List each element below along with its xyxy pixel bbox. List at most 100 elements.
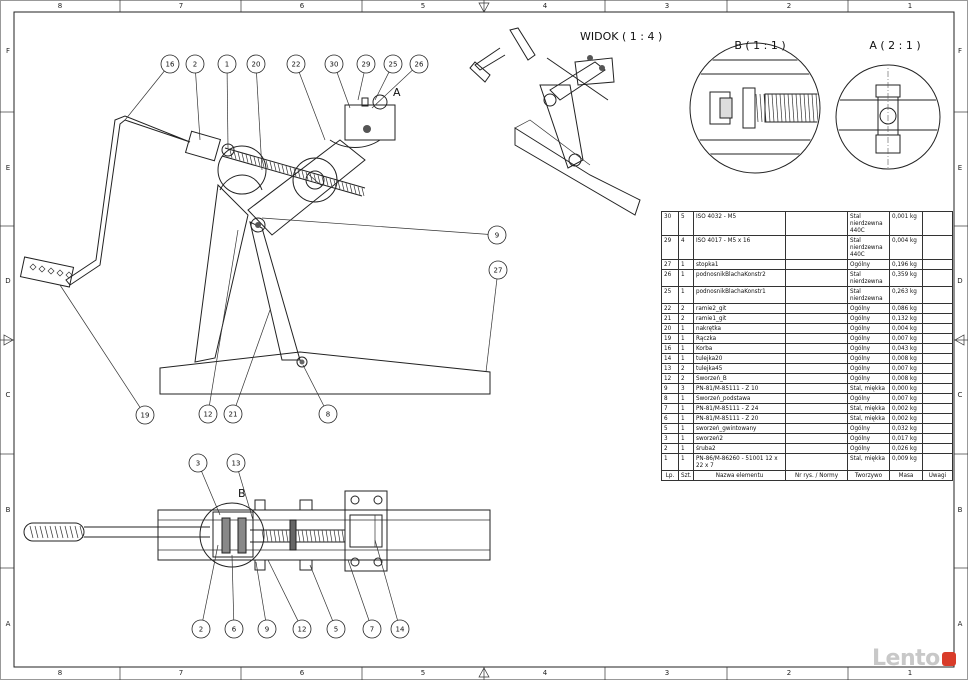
parts-list-cell: 1	[678, 413, 694, 424]
parts-list-cell: 1	[678, 443, 694, 454]
parts-list-cell: Ogólny	[847, 363, 890, 374]
parts-list-cell	[922, 323, 953, 334]
parts-list-cell: ISO 4017 - M5 x 16	[693, 235, 786, 260]
bottom-leader-2	[202, 544, 219, 621]
parts-list-cell: podnosnikBlachaKonstr1	[693, 286, 786, 304]
zone-row-label: C	[6, 391, 11, 399]
parts-list-cell: Ogólny	[847, 303, 890, 314]
parts-list-cell: 16	[661, 343, 679, 354]
bottom-leader-13	[238, 471, 254, 521]
parts-list-cell: Stal nierdzewna	[847, 269, 890, 287]
zone-column-label: 2	[787, 2, 791, 10]
zone-column-label: 1	[908, 2, 912, 10]
zone-row-label: E	[958, 164, 962, 172]
zone-column-label: 3	[665, 2, 669, 10]
parts-list-cell: 25	[661, 286, 679, 304]
parts-list-cell: sworzeń_gwintowany	[693, 423, 786, 434]
parts-list-cell: śruba2	[693, 443, 786, 454]
parts-list-cell	[922, 333, 953, 344]
parts-list-cell: 29	[661, 235, 679, 260]
parts-list-cell	[785, 259, 848, 270]
main-balloon-19: 19	[135, 405, 155, 425]
parts-list-cell: Ogólny	[847, 433, 890, 444]
bottom-leader-9	[255, 561, 266, 621]
leader-lines	[59, 69, 498, 622]
parts-list-cell: Ogólny	[847, 313, 890, 324]
main-leader-12	[209, 229, 239, 406]
zone-column-label: 6	[300, 669, 305, 677]
main-leader-9	[261, 217, 489, 235]
parts-list-cell: 0,007 kg	[889, 333, 923, 344]
main-side-view	[19, 94, 491, 395]
watermark-text: Lento	[872, 646, 940, 671]
parts-list-cell: 21	[661, 313, 679, 324]
parts-list-cell: 1	[661, 453, 679, 471]
main-balloon-label: 16	[166, 61, 175, 69]
bottom-leader-7	[347, 559, 370, 621]
parts-list-cell: Ogólny	[847, 353, 890, 364]
zone-column-label: 4	[543, 2, 548, 10]
parts-list-cell: Stal, miękka	[847, 383, 890, 394]
parts-list-cell: 3	[661, 433, 679, 444]
parts-list-cell: 0,009 kg	[889, 453, 923, 471]
parts-list-cell: 1	[678, 269, 694, 287]
zone-row-label: B	[958, 506, 963, 514]
bottom-balloon-label: 9	[265, 626, 269, 634]
main-balloon-27: 27	[488, 260, 508, 280]
parts-list-cell: 0,001 kg	[889, 211, 923, 236]
parts-list-cell	[785, 383, 848, 394]
bottom-balloon-label: 7	[370, 626, 374, 634]
parts-list-cell: 13	[661, 363, 679, 374]
bottom-balloon-label: 2	[199, 626, 203, 634]
parts-list-cell: Ogólny	[847, 443, 890, 454]
parts-list-cell: Ogólny	[847, 373, 890, 384]
zone-row-label: D	[5, 277, 10, 285]
parts-list-cell: 0,359 kg	[889, 269, 923, 287]
main-leader-21	[235, 309, 271, 406]
parts-list-cell: 0,002 kg	[889, 403, 923, 414]
main-balloon-8: 8	[318, 404, 338, 424]
parts-list-cell: 6	[661, 413, 679, 424]
zone-row-label: E	[6, 164, 10, 172]
parts-list-cell: 7	[661, 403, 679, 414]
parts-list-cell	[922, 286, 953, 304]
parts-list-cell	[785, 269, 848, 287]
parts-list-cell: 12	[661, 373, 679, 384]
main-leader-2	[195, 72, 201, 141]
main-balloon-label: 8	[326, 411, 330, 419]
parts-list-cell: 0,026 kg	[889, 443, 923, 454]
parts-list-cell	[922, 303, 953, 314]
main-balloon-9: 9	[487, 225, 507, 245]
parts-list-cell: 1	[678, 353, 694, 364]
parts-list-cell	[785, 235, 848, 260]
bottom-balloon-14: 14	[390, 619, 410, 639]
parts-list-cell	[785, 413, 848, 424]
main-balloon-label: 20	[252, 61, 261, 69]
parts-list-cell	[922, 403, 953, 414]
parts-list-cell: 27	[661, 259, 679, 270]
parts-list-cell: 0,263 kg	[889, 286, 923, 304]
parts-list-cell	[922, 453, 953, 471]
zone-column-label: 5	[421, 2, 425, 10]
parts-list-cell: 0,086 kg	[889, 303, 923, 314]
parts-list-cell: nakrętka	[693, 323, 786, 334]
parts-list-cell: Ogólny	[847, 393, 890, 404]
main-balloon-label: 22	[292, 61, 301, 69]
parts-list-cell: tulejka20	[693, 353, 786, 364]
parts-list-header-cell: Lp.	[661, 470, 679, 481]
parts-list-cell: 5	[678, 211, 694, 236]
parts-list-cell: 3	[678, 383, 694, 394]
crank-grip	[19, 256, 75, 288]
parts-list-cell: Sworzeń_B	[693, 373, 786, 384]
parts-list-cell	[922, 433, 953, 444]
bottom-balloon-13: 13	[226, 453, 246, 473]
zone-column-label: 1	[908, 669, 912, 677]
parts-list-cell: Stal, miękka	[847, 403, 890, 414]
